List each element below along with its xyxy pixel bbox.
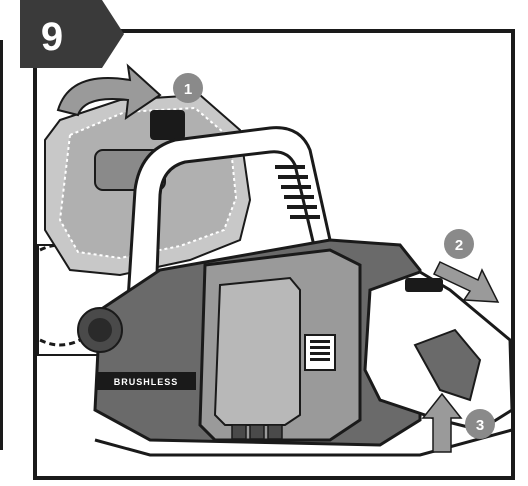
step-tab: 9 (20, 0, 124, 68)
lockout-button (405, 278, 443, 292)
rear-handle (363, 270, 514, 432)
slide-arrow-icon (432, 261, 500, 303)
callout-number: 3 (476, 417, 484, 434)
left-edge-bar (0, 40, 3, 450)
up-arrow-icon (421, 392, 463, 453)
brushless-text: BRUSHLESS (114, 377, 179, 387)
tension-knob (77, 307, 123, 353)
callout-number: 2 (455, 237, 463, 254)
callout-badge-1: 1 (173, 73, 203, 103)
callout-badge-3: 3 (465, 409, 495, 439)
step-number: 9 (41, 15, 63, 59)
callout-number: 1 (184, 81, 192, 98)
base-outline (94, 428, 513, 457)
callout-badge-2: 2 (444, 229, 474, 259)
brushless-label: BRUSHLESS (96, 372, 196, 390)
rotate-arrow-icon (56, 63, 162, 121)
battery-pack (198, 248, 362, 442)
